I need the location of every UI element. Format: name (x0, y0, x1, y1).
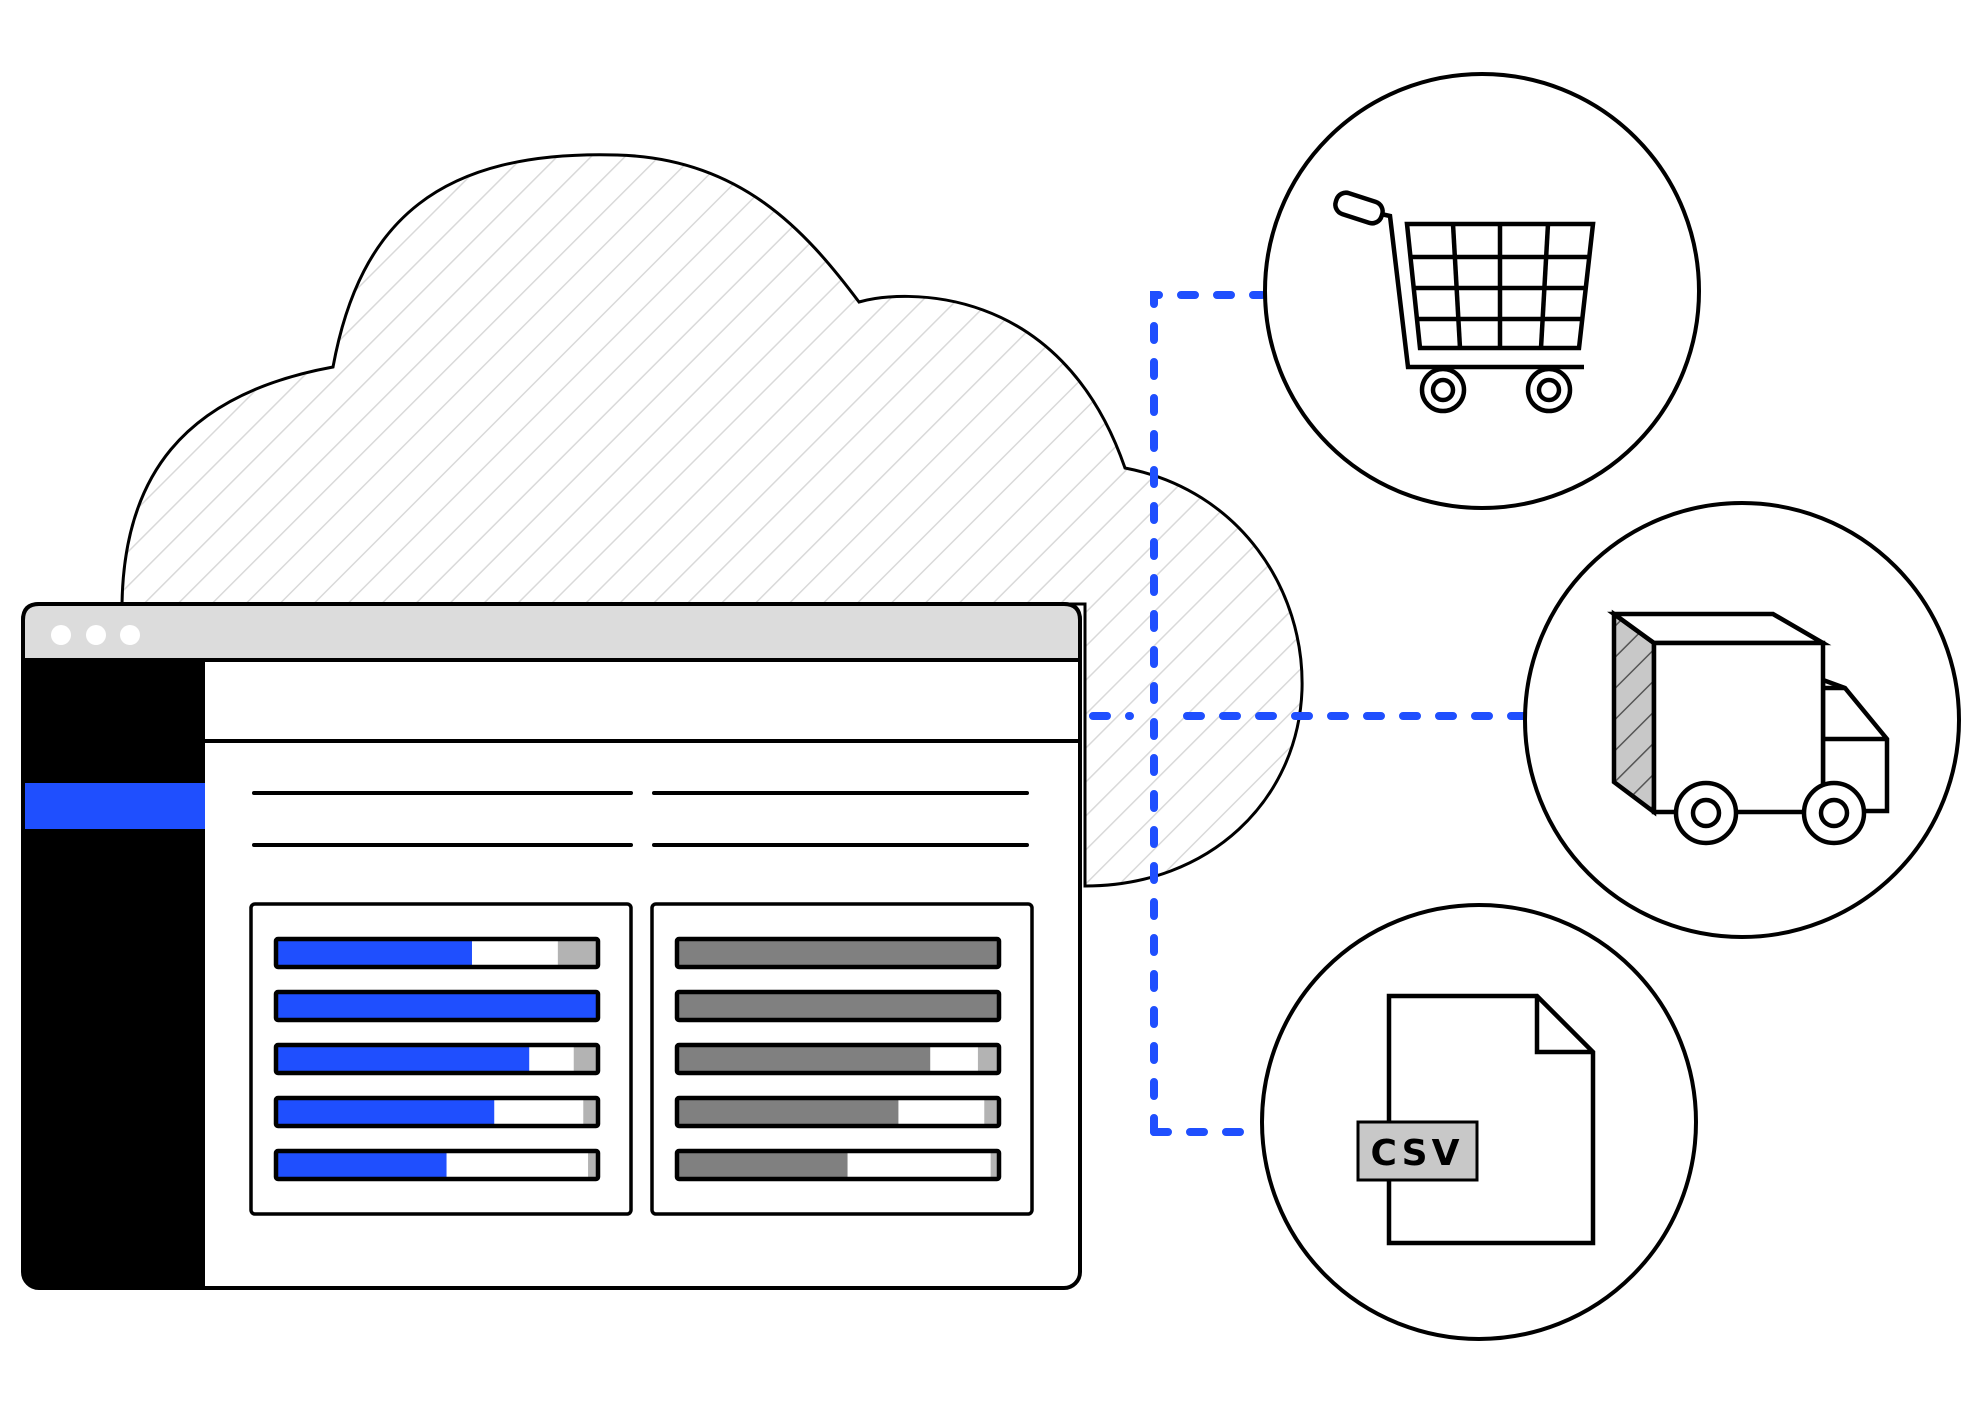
right-panel-bar-remaining (990, 1153, 997, 1177)
sidebar-item-active[interactable] (25, 783, 205, 829)
left-panel-bar (273, 936, 601, 970)
integration-truck[interactable] (1523, 501, 1961, 939)
csv-label: CSV (1371, 1133, 1464, 1174)
left-panel-bar (273, 1148, 601, 1182)
left-panel-bar-fill (278, 1047, 530, 1071)
integration-cart[interactable] (1263, 72, 1701, 510)
left-panel-bar-fill (278, 1153, 447, 1177)
left-panel-bar-remaining (557, 941, 596, 965)
left-panel-bar-remaining (573, 1047, 596, 1071)
left-panel-bars (273, 936, 601, 1182)
right-panel-bar-fill (679, 941, 997, 965)
right-panel-bar-fill (679, 1100, 899, 1124)
right-panel-bar-fill (679, 1047, 931, 1071)
csv-file-icon (1356, 993, 1596, 1246)
text-placeholder-lines (252, 791, 1029, 847)
app-window (21, 602, 1082, 1290)
right-panel-bar (674, 1042, 1002, 1076)
right-panel-bar (674, 936, 1002, 970)
integration-csv[interactable]: CSV (1260, 903, 1698, 1341)
window-dot[interactable] (86, 625, 106, 645)
right-panel-bar (674, 989, 1002, 1023)
delivery-truck-icon (1607, 609, 1890, 846)
window-dot[interactable] (51, 625, 71, 645)
left-panel-bar-fill (278, 994, 596, 1018)
titlebar (21, 602, 1082, 662)
right-panel-bar-fill (679, 1153, 848, 1177)
csv-label-box (1356, 1120, 1479, 1182)
right-panel-bar-fill (679, 994, 997, 1018)
window-dot[interactable] (120, 625, 140, 645)
connector-lines (1089, 291, 1529, 1136)
shopping-cart-icon (1333, 190, 1596, 414)
sidebar (23, 662, 205, 1288)
connector-cart (1150, 291, 1266, 1136)
right-panel-bars (674, 936, 1002, 1182)
left-panel-bar-remaining (583, 1100, 596, 1124)
left-panel-bar (273, 1095, 601, 1129)
left-panel-bar (273, 989, 601, 1023)
right-panel-bar (674, 1095, 1002, 1129)
left-panel-bar-remaining (588, 1153, 596, 1177)
right-panel-bar-remaining (977, 1047, 997, 1071)
right-panel-bar (674, 1148, 1002, 1182)
left-panel-bar-fill (278, 1100, 495, 1124)
right-panel-bar-remaining (984, 1100, 997, 1124)
left-panel-bar (273, 1042, 601, 1076)
left-panel-bar-fill (278, 941, 472, 965)
cloud-shape (120, 153, 1304, 888)
